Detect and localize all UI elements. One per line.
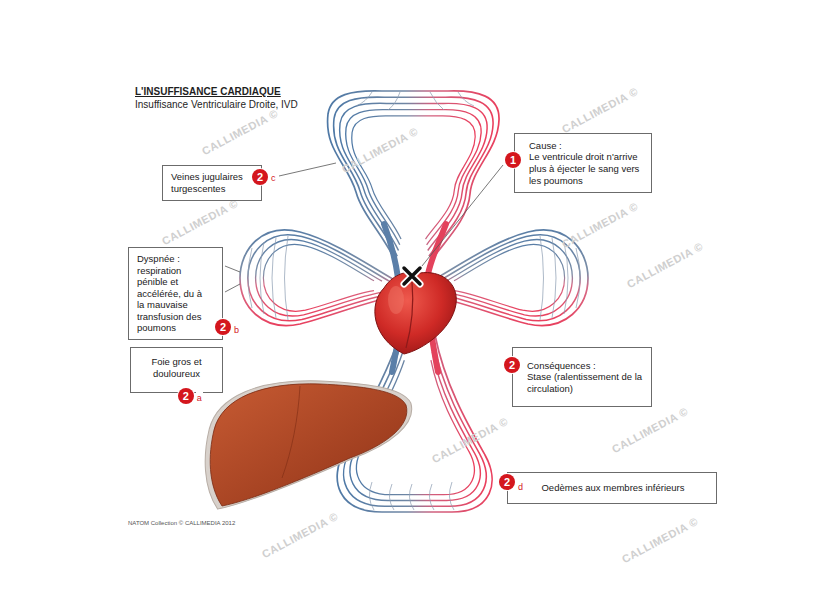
callout-number-badge: 2	[504, 357, 520, 373]
vessel-strand	[454, 244, 565, 311]
liver-shape	[210, 384, 407, 506]
consequence-box: Conséquences :Stase (ralentissement de l…	[512, 347, 652, 407]
watermark: CALLIMEDIA ©	[260, 510, 340, 560]
watermark: CALLIMEDIA ©	[200, 107, 280, 157]
copyright-note-box: NATOM Collection © CALLIMEDIA 2012	[128, 519, 235, 527]
vessel-strand	[438, 235, 580, 321]
box-text: respiration pénible et accélérée, du à l…	[137, 265, 210, 334]
box-heading: Cause :	[529, 140, 643, 152]
callout-number-badge: 2	[252, 169, 268, 185]
callout-number: 2	[178, 388, 194, 404]
watermark-box: CALLIMEDIA ©	[620, 515, 700, 565]
liver	[205, 381, 412, 509]
leader-lines	[225, 163, 503, 292]
callout-number: 2	[215, 319, 231, 335]
subtitle: Insuffisance Ventriculaire Droite, IVD	[135, 99, 298, 111]
heart-highlight	[388, 286, 404, 314]
copyright-note: NATOM Collection © CALLIMEDIA 2012	[128, 519, 235, 527]
callout-number: 2	[499, 474, 515, 490]
symptom-box: Veines jugulaires turgescentes	[162, 165, 262, 201]
heart-septum	[406, 282, 413, 348]
callout-letter-box: a	[196, 392, 203, 404]
box-text: Foie gros et douloureux	[137, 356, 216, 379]
callout-number: 1	[505, 152, 521, 168]
callout-number-badge: 1	[505, 152, 521, 168]
leader-line	[279, 163, 336, 176]
subtitle-box: Insuffisance Ventriculaire Droite, IVD	[135, 99, 298, 111]
watermark: CALLIMEDIA ©	[160, 197, 240, 247]
box-heading: Conséquences :	[527, 360, 643, 372]
callout-letter-box: c	[270, 172, 277, 184]
watermark: CALLIMEDIA ©	[610, 405, 690, 455]
watermark: CALLIMEDIA ©	[625, 240, 705, 290]
callout-letter: b	[233, 324, 240, 336]
watermark-box: CALLIMEDIA ©	[430, 415, 510, 465]
aorta	[428, 224, 446, 274]
symptom-box: Foie gros et douloureux	[130, 347, 223, 393]
vessel-strand	[328, 91, 499, 262]
callout-number-badge: 2	[499, 474, 515, 490]
symptom-box: Oedèmes aux membres inférieurs	[507, 472, 717, 504]
vessel-strand	[263, 244, 374, 311]
callout-letter: a	[196, 392, 203, 404]
callout-number: 2	[504, 357, 520, 373]
box-text: Stase (ralentissement de la circulation)	[527, 371, 643, 394]
cross-outline	[404, 268, 420, 284]
head-vessels	[328, 91, 499, 262]
capillary-mesh	[540, 236, 580, 320]
watermark: CALLIMEDIA ©	[340, 125, 420, 175]
vessel-strand	[334, 97, 493, 256]
vessel-strand	[240, 230, 398, 326]
box-text: Oedèmes aux membres inférieurs	[524, 482, 702, 494]
watermark: CALLIMEDIA ©	[430, 415, 510, 465]
capillary-mesh	[356, 92, 474, 110]
vessel-strand	[446, 240, 572, 316]
callout-letter-box: d	[517, 481, 524, 493]
callout-number: 2	[252, 169, 268, 185]
liver-capsule	[205, 381, 412, 509]
vessel-strand	[256, 240, 382, 316]
vena-cava	[384, 224, 398, 278]
watermark-box: CALLIMEDIA ©	[340, 125, 420, 175]
watermark-box: CALLIMEDIA ©	[160, 197, 240, 247]
watermark-box: CALLIMEDIA ©	[610, 405, 690, 455]
watermark: CALLIMEDIA ©	[560, 85, 640, 135]
capillary-mesh	[248, 236, 288, 320]
symptom-box: Dyspnée :respiration pénible et accéléré…	[128, 247, 223, 340]
vessel-strand	[248, 235, 390, 321]
callout-letter: c	[270, 172, 277, 184]
aorta	[432, 338, 438, 372]
callout-letter: d	[517, 481, 524, 493]
capillary-mesh	[369, 482, 454, 510]
liver-lobe-line	[282, 386, 300, 478]
watermark-box: CALLIMEDIA ©	[560, 85, 640, 135]
callout-letter-box: b	[233, 324, 240, 336]
cross-mark	[404, 268, 420, 284]
diagram-title: L'INSUFFISANCE CARDIAQUE	[135, 86, 281, 97]
watermark-box: CALLIMEDIA ©	[260, 510, 340, 560]
leader-line	[225, 266, 240, 292]
watermark-box: CALLIMEDIA ©	[625, 240, 705, 290]
box-text: Veines jugulaires turgescentes	[171, 171, 245, 194]
callout-number-badge: 2	[178, 388, 194, 404]
watermark-box: CALLIMEDIA ©	[200, 107, 280, 157]
callout-number-badge: 2	[215, 319, 231, 335]
watermark-box: CALLIMEDIA ©	[560, 200, 640, 250]
leader-line	[422, 165, 503, 266]
box-text: Le ventricule droit n'arrive plus à éjec…	[529, 151, 643, 186]
vessel-strand	[340, 103, 487, 250]
cause-box: Cause :Le ventricule droit n'arrive plus…	[514, 133, 652, 193]
watermark: CALLIMEDIA ©	[620, 515, 700, 565]
box-heading: Dyspnée :	[137, 253, 210, 265]
watermark: CALLIMEDIA ©	[560, 200, 640, 250]
cause-mark	[404, 268, 420, 284]
